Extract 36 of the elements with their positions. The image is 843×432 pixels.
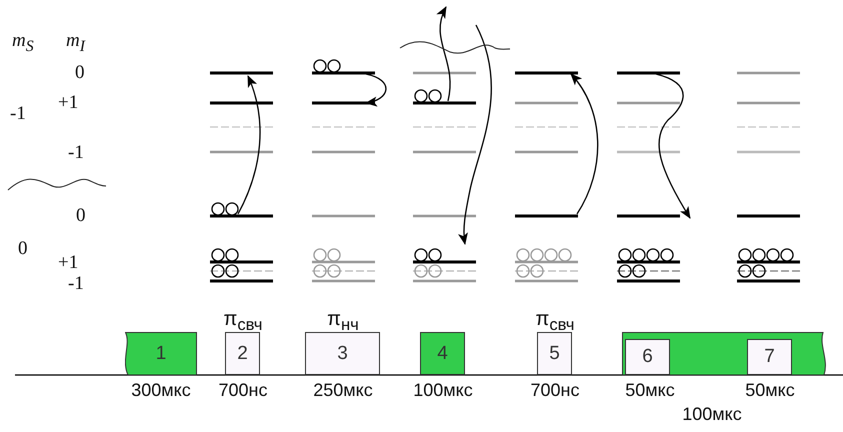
quantum-number-label: -1 <box>10 103 26 125</box>
pulse-box <box>305 332 380 375</box>
quantum-number-label: 0 <box>76 205 86 227</box>
pulse-number: 5 <box>549 342 560 364</box>
quantum-number-label: -1 <box>68 142 84 164</box>
quantum-number-label: 0 <box>18 238 28 260</box>
pulse-box <box>225 332 260 375</box>
axis-heading: m$_{I}$ <box>66 30 86 56</box>
quantum-number-label: +1 <box>58 92 78 114</box>
pulse-number: 1 <box>156 342 166 364</box>
axis-heading: m$_{S}$ <box>12 30 34 56</box>
pulse-annotation: 50мкс <box>745 380 795 401</box>
pulse-annotation: 700нс <box>530 380 580 401</box>
pulse-box <box>125 332 197 375</box>
quantum-number-label: 0 <box>75 62 84 84</box>
pulse-annotation: 100мкс <box>413 380 473 401</box>
pulse-number: 4 <box>437 342 448 364</box>
pulse-box <box>747 339 792 375</box>
pulse-box <box>625 339 670 375</box>
pulse-annotation: 250мкс <box>313 380 373 401</box>
pulse-box <box>537 332 572 375</box>
pulse-bar <box>622 332 827 375</box>
pulse-annotation: 700нс <box>218 380 268 401</box>
quantum-number-label: -1 <box>68 273 84 295</box>
pulse-number: 3 <box>337 342 348 364</box>
pulse-number: 6 <box>642 346 653 368</box>
pulse-box <box>420 332 465 375</box>
pulse-annotation: π$_{нч}$ <box>327 308 359 335</box>
pulse-annotation: 100мкс <box>682 404 742 425</box>
pulse-number: 7 <box>764 346 775 368</box>
pulse-annotation: π$_{свч}$ <box>536 308 574 335</box>
pulse-annotation: 50мкс <box>625 380 675 401</box>
pulse-number: 2 <box>237 342 248 364</box>
pulse-annotation: 300мкс <box>131 380 191 401</box>
pulse-annotation: π$_{свч}$ <box>224 308 262 335</box>
quantum-number-label: +1 <box>58 252 78 274</box>
